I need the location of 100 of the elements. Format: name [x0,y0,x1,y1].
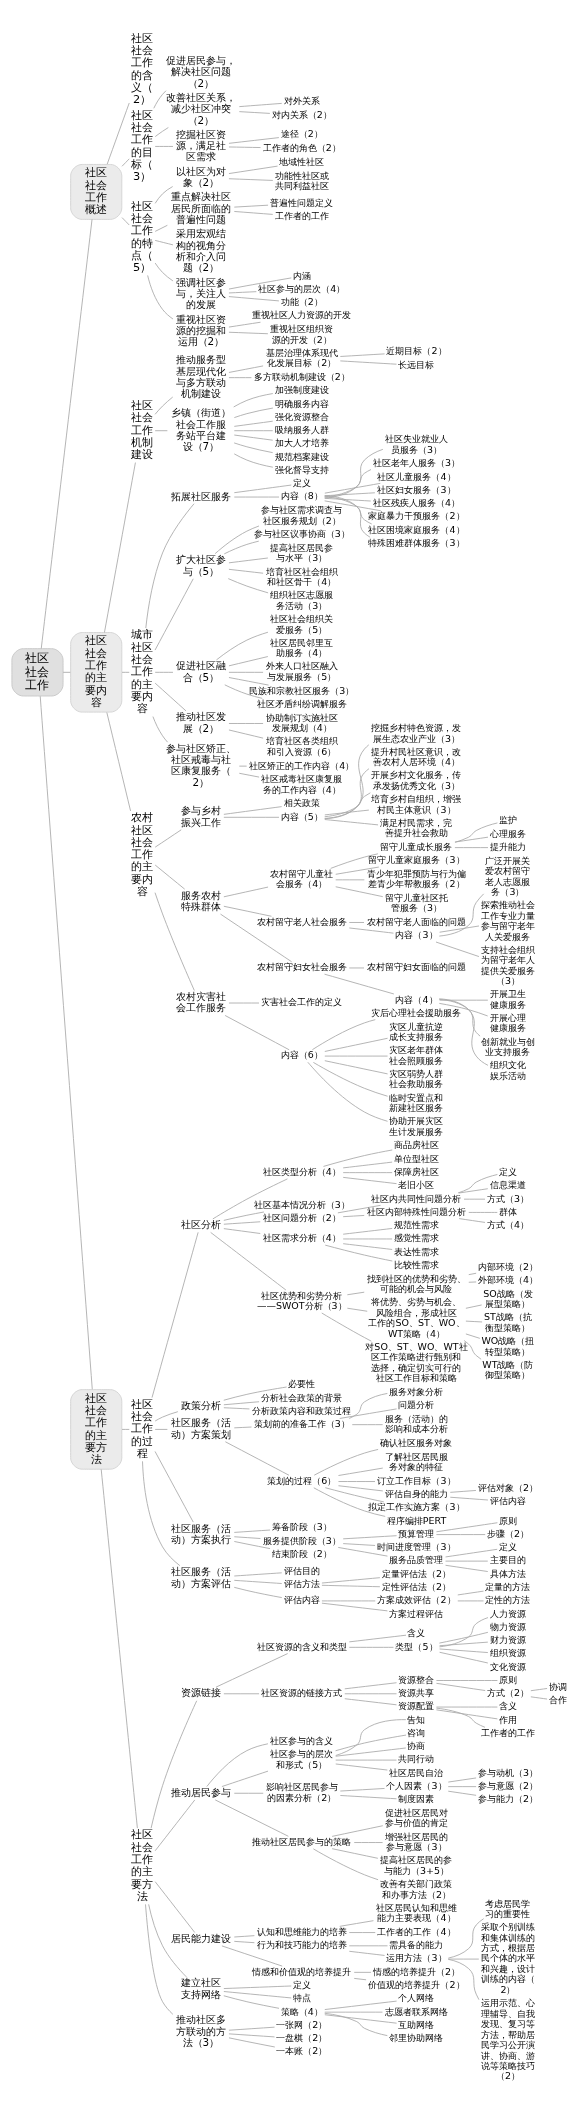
node-text: 方案成效评估（2） [377,1593,456,1605]
connector [233,496,280,497]
connector [312,1847,379,1880]
node-text: 原则 [498,1673,517,1685]
connector [449,1489,477,1493]
node-text: 基层治理体系现代化发展目标（2） [265,346,338,368]
connector [233,420,274,427]
node-text: 功能（2） [280,295,323,307]
connector [439,1616,489,1647]
node-text: 行为和技巧能力的培养 [256,1938,347,1950]
connector [335,885,384,897]
connector [233,1579,283,1584]
connector [324,2012,388,2036]
connector [321,1584,381,1587]
connector [436,1682,486,1691]
connector [221,1770,269,1787]
connector [223,1386,288,1401]
connector [454,822,498,843]
node-text: 运用方法（3） [386,1951,447,1963]
node-text: 一本账（2） [276,2044,328,2056]
connector [436,1706,498,1707]
node-text: 长远目标 [398,358,435,370]
node-text: 培育社区社会组织和社区骨干（4） [265,565,338,587]
node-text: 评估对象（2） [477,1481,538,1493]
connector [335,1763,388,1770]
connector [339,1407,398,1419]
connector [447,1958,480,1959]
connector [324,1486,385,1502]
connector [342,1242,393,1250]
node-text: 策划的过程（6） [267,1474,337,1486]
connector [338,1480,376,1482]
connector [228,568,264,574]
node-text: 作用 [498,1713,517,1725]
node-text: 灾后心理社会援助服务 [371,1006,462,1018]
node-text: 社区优势和劣势分析——SWOT分析（3） [257,1289,347,1311]
connector [224,1440,290,1476]
connector [228,729,264,739]
node-text: 重视社区组织资源的开发（2） [270,322,334,345]
connector [330,852,379,869]
connector [468,1272,477,1275]
connector [220,913,293,962]
connector [228,276,292,289]
node-text: 服务对象分析 [389,1385,444,1397]
node-text: 提高社区居民参与水平（3） [270,541,334,563]
node-text: 步骤（2） [486,1527,529,1539]
connector [147,274,174,319]
node-text: 协调 [548,1680,567,1692]
node-text: 情感和价值观的培养提升 [252,1965,352,1977]
node-text: 农村留守老人社会服务 [256,915,347,927]
node-text: 探索推动社会工作专业力量参与留守老年人关爱服务 [480,898,535,942]
connector [228,376,252,378]
node-text: 农村留守妇女面临的问题 [367,960,466,972]
node-text: 含义 [498,1699,517,1711]
connector [233,204,269,208]
node-text: 结束阶段（2） [271,1547,332,1559]
connector [342,1534,397,1539]
node-text: 规范档案建设 [274,450,329,462]
node-text: 比较性需求 [394,1258,439,1270]
connector [233,407,274,418]
connector [447,1917,485,1959]
connector [439,999,489,1001]
connector [228,557,269,563]
node-text: 定义 [498,1165,517,1177]
node-text: 邻里协助网络 [389,2031,444,2043]
node-text: 满足村民需求，完善提升社会救助 [380,816,453,838]
connector [463,1198,486,1200]
connector [228,655,269,666]
node-text: 定性的方法 [485,1593,531,1605]
node-text: 方式（2） [486,1686,529,1698]
connector [454,836,489,842]
connector [223,1400,260,1405]
node-text: 社区服务（活动）方案策划 [170,1415,231,1440]
node-text: 服务提供阶段（3） [262,1534,341,1546]
connector [223,1990,292,1998]
connector [154,224,168,232]
connector [447,1958,480,2000]
node-text: 规范性需求 [394,1218,439,1230]
connector [331,1847,379,1859]
node-text: 问题分析 [398,1398,435,1410]
node-text: 临时安置点和新建社区服务 [389,1091,444,1113]
node-text: 信息渠道 [489,1178,526,1190]
node-text: 多方联动机制建设（2） [253,370,350,382]
node-text: 物力资源 [489,1620,526,1632]
node-text: 社区服务（活动）方案评估 [170,1564,231,1589]
connector [438,1002,489,1016]
node-text: 相关政策 [283,796,320,808]
connector [438,892,485,936]
node-text: 社区内部特殊性问题分析 [367,1205,466,1217]
node-text: 人力资源 [489,1607,526,1619]
connector [238,765,248,767]
node-text: 单位型社区 [394,1152,439,1164]
connector [223,886,269,897]
node-text: 影响社区居民参与的因素分析（2） [265,1780,338,1803]
connector [339,352,385,357]
connector [228,290,257,293]
node-box: 社区社会工作的主要方法 [70,1388,123,1470]
connector [216,631,269,660]
connector [324,1059,388,1074]
node-box: 社区社会工作的主要内容 [70,631,123,713]
node-text: SO战略（发展型策略） [483,1287,533,1309]
